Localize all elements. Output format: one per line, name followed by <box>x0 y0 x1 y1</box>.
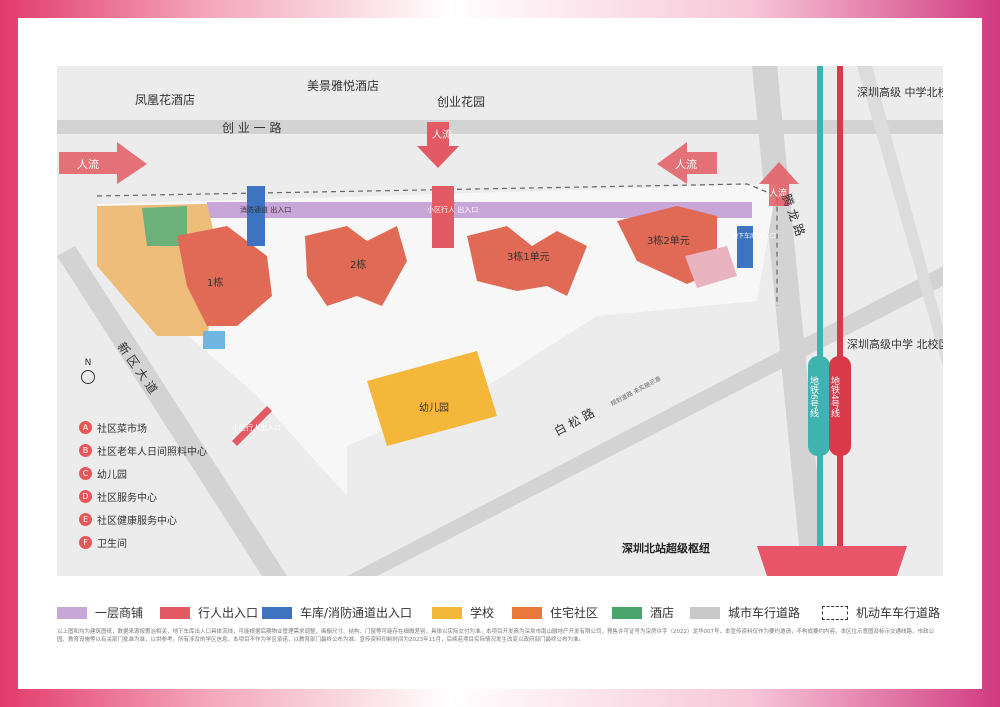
label-fenghuang-hotel: 凤凰花酒店 <box>135 92 195 107</box>
legend-garage-gate: 车库/消防通道出入口 <box>262 604 412 621</box>
building-3-unit-1 <box>467 226 587 296</box>
pedestrian-arrow-north <box>417 122 459 168</box>
label-building-3-1: 3栋1单元 <box>507 250 550 263</box>
north-station-icon <box>757 546 907 576</box>
legend-swatch <box>512 606 542 619</box>
label-building-3-2: 3栋2单元 <box>647 234 690 247</box>
facility-key-d: D 社区服务中心 <box>79 489 157 504</box>
legend-label: 酒店 <box>650 606 675 620</box>
road-tenglong <box>752 66 827 576</box>
site-map: 凤凰花酒店 美景雅悦酒店 创业花园 创 业 一 路 人流 人流 人流 人流 消防… <box>57 66 943 576</box>
key-badge: F <box>79 536 92 549</box>
metro-4-badge <box>829 356 851 456</box>
garage-gate <box>737 226 753 268</box>
metro-line-6 <box>817 66 823 546</box>
label-road-chuangye: 创 业 一 路 <box>222 120 281 135</box>
label-school-north: 深圳高级 中学北校区 <box>857 85 943 99</box>
label-community-ped: 小区行人 出入口 <box>427 205 478 214</box>
metro-6-badge <box>808 356 830 456</box>
vehicle-route <box>96 183 778 306</box>
building-2 <box>305 226 407 306</box>
label-chuangye-garden: 创业花园 <box>437 94 485 109</box>
key-label: 社区健康服务中心 <box>97 516 177 527</box>
toilet-f <box>203 331 225 349</box>
pedestrian-arrow-east <box>657 142 717 184</box>
legend-swatch <box>432 606 462 619</box>
disclaimer: 以上图和均为建筑图纸，数据来源按惠治相关，地下车库出入口具体流线，可能根据后期物… <box>57 629 935 643</box>
facility-key-a: A 社区菜市场 <box>79 420 147 435</box>
compass-icon <box>81 370 95 384</box>
road-chuangye <box>57 120 943 134</box>
pedestrian-arrow-tenglong <box>759 162 799 206</box>
pedestrian-arrow-west <box>59 142 147 184</box>
legend-hotel: 酒店 <box>612 604 674 621</box>
facility-key-e: E 社区健康服务中心 <box>79 512 177 527</box>
building-1 <box>177 226 272 326</box>
label-metro-4: 地铁4号线 <box>829 375 840 418</box>
north-compass: N <box>80 358 96 384</box>
community-ped-gate <box>432 186 454 248</box>
legend-swatch <box>612 606 642 619</box>
southwest-ped-gate <box>232 406 272 446</box>
legend-vehicle-road: 机动车车行道路 <box>822 604 940 621</box>
label-north-station-hub: 深圳北站超级枢纽 <box>622 541 710 555</box>
legend-shops: 一层商铺 <box>57 604 143 621</box>
key-badge: D <box>79 490 92 503</box>
hotel-podium <box>142 206 187 246</box>
legend-label: 住宅社区 <box>550 606 599 620</box>
label-building-2: 2栋 <box>350 258 366 271</box>
key-label: 社区菜市场 <box>97 424 147 435</box>
road-baisong <box>347 266 943 576</box>
facility-key-f: F 卫生间 <box>79 535 127 550</box>
label-kindergarten: 幼儿园 <box>419 401 449 414</box>
label-metro-6: 地铁6号线 <box>808 375 819 418</box>
label-fire-access: 消防通道 出入口 <box>240 205 291 214</box>
key-label: 社区老年人日间照料中心 <box>97 447 207 458</box>
service-center-d <box>685 246 737 288</box>
label-flow-tenglong: 人流 <box>769 187 787 199</box>
site-map-svg: 凤凰花酒店 美景雅悦酒店 创业花园 创 业 一 路 人流 人流 人流 人流 消防… <box>57 66 943 576</box>
legend-swatch <box>822 605 848 620</box>
label-building-1: 1栋 <box>207 276 223 289</box>
fire-access-gate <box>247 186 265 246</box>
legend-label: 行人出入口 <box>198 606 259 620</box>
legend-swatch <box>160 606 190 619</box>
legend-label: 一层商铺 <box>95 606 144 620</box>
legend-label: 学校 <box>470 606 495 620</box>
label-flow-west: 人流 <box>77 157 99 171</box>
key-badge: C <box>79 467 92 480</box>
legend-label: 机动车车行道路 <box>856 606 941 620</box>
label-baisong-note: 规划道路 未实施示意 <box>609 374 662 407</box>
label-road-baisong: 白 松 路 <box>551 405 597 439</box>
legend-ped-gate: 行人出入口 <box>160 604 258 621</box>
metro-line-4 <box>837 66 843 546</box>
key-badge: A <box>79 421 92 434</box>
legend-label: 车库/消防通道出入口 <box>300 606 413 620</box>
label-meijing-hotel: 美景雅悦酒店 <box>307 78 379 93</box>
label-flow-east: 人流 <box>675 157 697 171</box>
kindergarten-block <box>367 351 497 446</box>
label-garage: 地下车库 出入口 <box>732 232 776 240</box>
road-xinqu <box>57 246 287 576</box>
key-label: 卫生间 <box>97 539 127 550</box>
label-flow-north: 人流 <box>432 128 452 141</box>
legend-swatch <box>690 606 720 619</box>
key-badge: B <box>79 444 92 457</box>
legend-swatch <box>57 606 87 619</box>
facility-key-b: B 社区老年人日间照料中心 <box>79 443 207 458</box>
road-east <box>857 66 943 366</box>
legend-city-road: 城市车行道路 <box>690 604 800 621</box>
facility-key-c: C 幼儿园 <box>79 466 127 481</box>
legend-swatch <box>262 606 292 619</box>
key-badge: E <box>79 513 92 526</box>
legend-school: 学校 <box>432 604 494 621</box>
label-school-north-new: 深圳高级中学 北校区新园 <box>847 337 943 351</box>
key-label: 幼儿园 <box>97 470 127 481</box>
compass-n: N <box>84 358 92 368</box>
label-southwest-ped: 小区行人出入口 <box>232 423 281 432</box>
key-label: 社区服务中心 <box>97 493 157 504</box>
legend-residential: 住宅社区 <box>512 604 598 621</box>
ground-shops <box>207 202 752 218</box>
legend-label: 城市车行道路 <box>728 606 801 620</box>
